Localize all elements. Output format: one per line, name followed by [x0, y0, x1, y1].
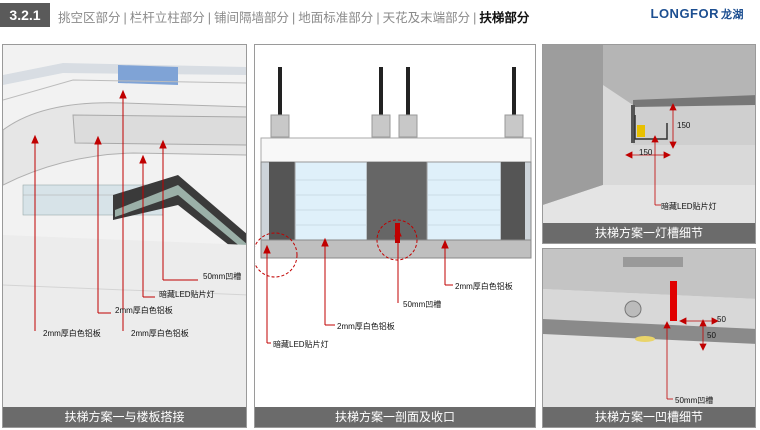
logo-cn: 龙湖	[721, 9, 744, 21]
label-plate-a: 2mm厚白色铝板	[43, 329, 101, 338]
dim-b: 50	[707, 331, 716, 340]
breadcrumb-item[interactable]: 铺间隔墙部分	[214, 11, 290, 25]
label-led: 暗藏LED贴片灯	[159, 290, 215, 299]
dim-vertical: 150	[677, 121, 691, 130]
caption-floor-connection: 扶梯方案一与楼板搭接	[3, 407, 246, 427]
section-illustration	[255, 45, 535, 409]
header: 3.2.1 挑空区部分|栏杆立柱部分|铺间隔墙部分|地面标准部分|天花及末端部分…	[0, 0, 760, 34]
light-slot-illustration	[543, 45, 755, 225]
section-number: 3.2.1	[0, 3, 50, 27]
dim-horizontal: 150	[639, 148, 653, 157]
panel-floor-connection: 50mm凹槽 暗藏LED贴片灯 2mm厚白色铝板 2mm厚白色铝板 2mm厚白色…	[2, 44, 247, 428]
breadcrumb-item[interactable]: 天花及末端部分	[382, 11, 471, 25]
caption-section-detail: 扶梯方案一剖面及收口	[255, 407, 535, 427]
dim-a: 50	[717, 315, 726, 324]
breadcrumb-item[interactable]: 地面标准部分	[298, 11, 374, 25]
logo-text: LONGFOR	[650, 6, 719, 21]
breadcrumb-item[interactable]: 挑空区部分	[58, 11, 121, 25]
label-groove: 50mm凹槽	[675, 396, 714, 405]
label-groove: 50mm凹槽	[203, 272, 242, 281]
panel-groove-detail: 50 50 50mm凹槽 扶梯方案一凹槽细节	[542, 248, 756, 428]
groove-illustration	[543, 249, 755, 409]
escalator-floor-illustration	[3, 45, 246, 409]
caption-light-slot: 扶梯方案一灯槽细节	[543, 223, 755, 243]
label-plate-right: 2mm厚白色铝板	[455, 282, 513, 291]
label-plate-bottom: 2mm厚白色铝板	[337, 322, 395, 331]
label-plate-b: 2mm厚白色铝板	[115, 306, 173, 315]
label-led: 暗藏LED贴片灯	[661, 202, 717, 211]
label-groove: 50mm凹槽	[403, 300, 442, 309]
panel-light-slot: 150 150 暗藏LED贴片灯 扶梯方案一灯槽细节	[542, 44, 756, 244]
breadcrumb-active[interactable]: 扶梯部分	[479, 11, 530, 25]
label-plate-c: 2mm厚白色铝板	[131, 329, 189, 338]
label-led: 暗藏LED贴片灯	[273, 340, 329, 349]
breadcrumb-item[interactable]: 栏杆立柱部分	[129, 11, 205, 25]
caption-groove-detail: 扶梯方案一凹槽细节	[543, 407, 755, 427]
panel-section-detail: 2mm厚白色铝板 50mm凹槽 2mm厚白色铝板 暗藏LED贴片灯 扶梯方案一剖…	[254, 44, 536, 428]
breadcrumb: 挑空区部分|栏杆立柱部分|铺间隔墙部分|地面标准部分|天花及末端部分|扶梯部分	[58, 11, 530, 25]
